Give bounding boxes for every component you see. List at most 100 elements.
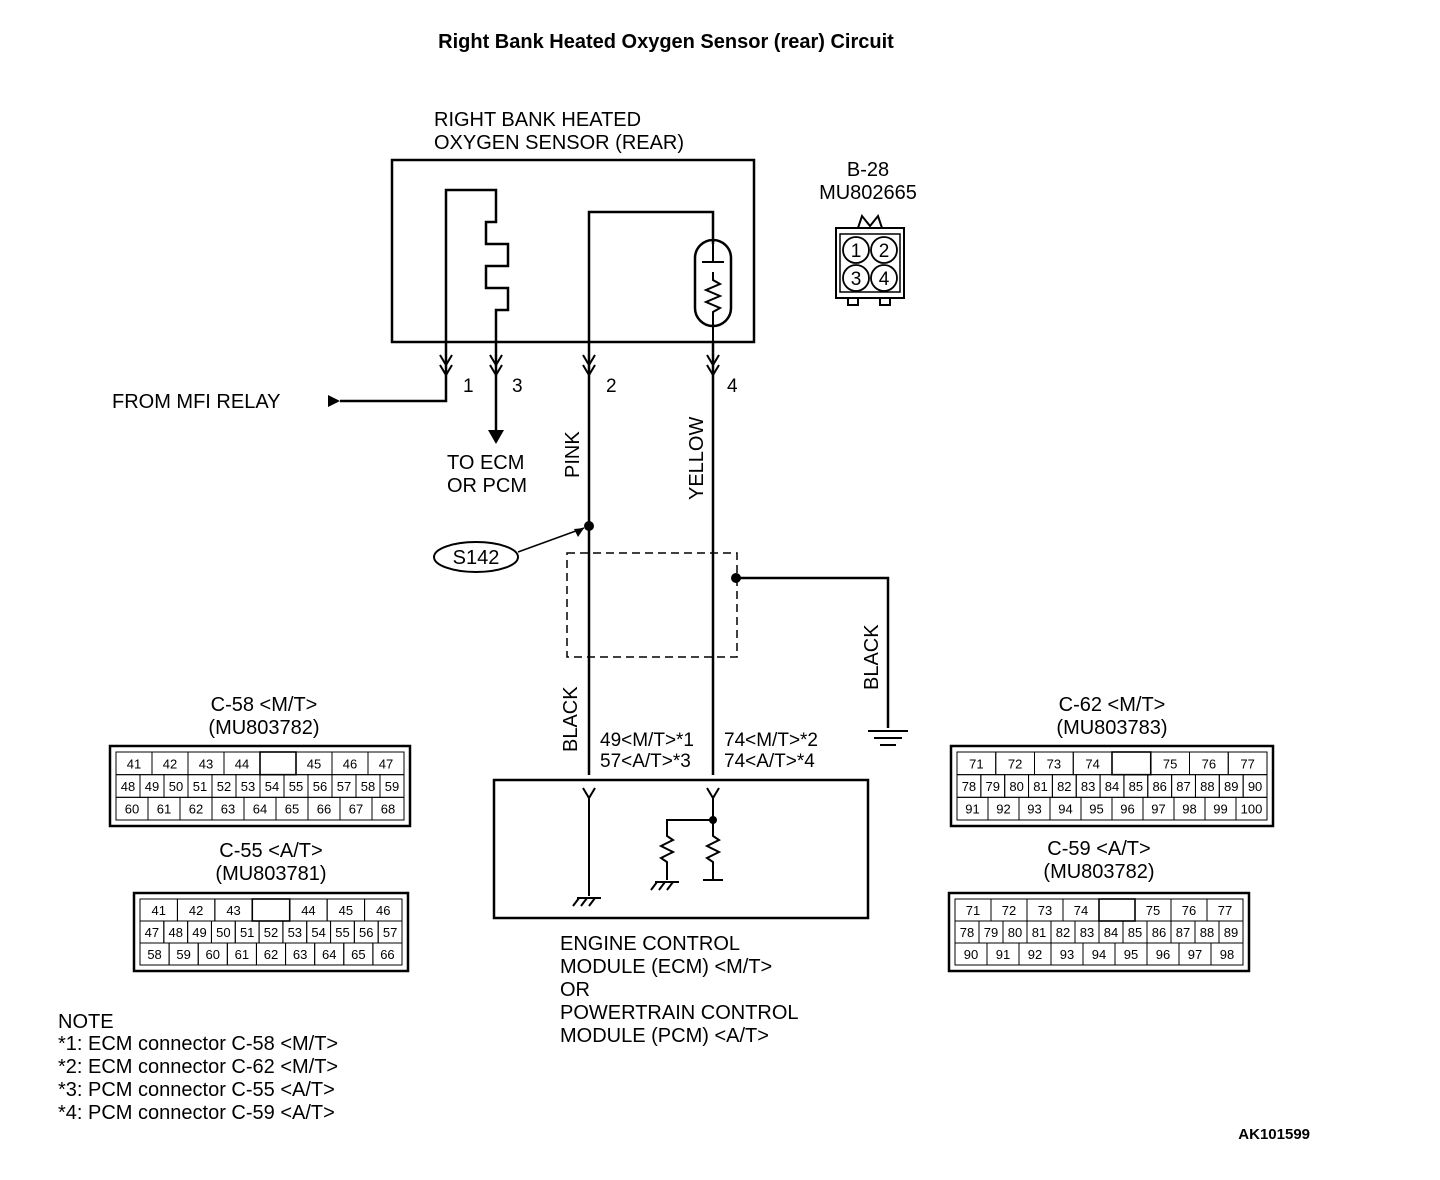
b28-part: MU802665 — [819, 182, 917, 204]
c62-pin-label: 80 — [1009, 779, 1023, 794]
note-item: *3: PCM connector C-55 <A/T> — [58, 1079, 335, 1101]
c58-pin-label: 49 — [145, 779, 159, 794]
from-mfi-relay-label: FROM MFI RELAY — [112, 391, 281, 413]
c59-pin-label: 94 — [1092, 947, 1106, 962]
c58-pin-label: 57 — [337, 779, 351, 794]
c58-key-slot — [259, 751, 297, 776]
module-chassis-ground-icon — [572, 881, 679, 907]
c55-key-slot — [251, 898, 291, 922]
c59-pin-label: 89 — [1224, 925, 1238, 940]
c55-pin-label: 42 — [189, 903, 203, 918]
sensor-pin-3: 3 — [512, 376, 523, 397]
b28-pin-3: 3 — [851, 269, 862, 290]
wire-color-black: BLACK — [560, 686, 582, 752]
c59-pin-label: 80 — [1008, 925, 1022, 940]
wire-color-yellow: YELLOW — [686, 417, 708, 500]
c55-pin-label: 65 — [351, 947, 365, 962]
c62-housing — [949, 744, 1275, 828]
c59-pin-label: 98 — [1220, 947, 1234, 962]
c58-pin-label: 66 — [317, 802, 331, 817]
c62-name: C-62 <M/T> — [1059, 694, 1166, 716]
c62-pin-label: 71 — [969, 756, 983, 771]
c55-pin-label: 47 — [145, 925, 159, 940]
diagram-title: Right Bank Heated Oxygen Sensor (rear) C… — [438, 31, 894, 53]
splice-label: S142 — [453, 547, 500, 569]
c58-pin-label: 42 — [163, 756, 177, 771]
terminal-right-1: 74<M/T>*2 — [724, 730, 818, 751]
c58-pin-label: 54 — [265, 779, 279, 794]
c59-pin-label: 71 — [966, 903, 980, 918]
c55-pin-label: 41 — [151, 903, 165, 918]
c59-pin-label: 83 — [1080, 925, 1094, 940]
heater-element — [444, 188, 510, 342]
notes-heading: NOTE — [58, 1011, 114, 1033]
c59-pin-cell — [1210, 942, 1244, 966]
module-box — [492, 778, 870, 920]
c59-pin-label: 85 — [1128, 925, 1142, 940]
c59-pin-label: 90 — [964, 947, 978, 962]
c59-part: (MU803782) — [1043, 861, 1154, 883]
c55-pin-label: 62 — [264, 947, 278, 962]
c55-pin-label: 58 — [147, 947, 161, 962]
sensor-box — [390, 158, 756, 344]
ground-icon — [868, 730, 908, 746]
to-ecm-label-line2: OR PCM — [447, 475, 527, 497]
c59-pin-label: 79 — [984, 925, 998, 940]
c62-pin-label: 100 — [1241, 802, 1263, 817]
c59-pin-label: 96 — [1156, 947, 1170, 962]
c62-pin-label: 72 — [1008, 756, 1022, 771]
c58-pin-label: 61 — [157, 802, 171, 817]
control-module: ENGINE CONTROL MODULE (ECM) <M/T> OR POW… — [492, 778, 870, 1047]
c59-pin-label: 87 — [1176, 925, 1190, 940]
wire-color-pink: PINK — [562, 431, 584, 478]
notes: NOTE *1: ECM connector C-58 <M/T> *2: EC… — [58, 1011, 338, 1124]
c59-pin-label: 72 — [1002, 903, 1016, 918]
c55-pin-label: 56 — [359, 925, 373, 940]
c55-pin-label: 52 — [264, 925, 278, 940]
c62-key-slot — [1111, 751, 1152, 776]
c59-pin-label: 76 — [1182, 903, 1196, 918]
c55-pin-label: 54 — [311, 925, 325, 940]
wire-color-black-shield: BLACK — [861, 624, 883, 690]
sensor-label-line1: RIGHT BANK HEATED — [434, 109, 641, 131]
c55-pin-label: 46 — [376, 903, 390, 918]
sensor-resistor-icon — [703, 272, 723, 342]
c55-pin-label: 53 — [288, 925, 302, 940]
c62-pin-label: 83 — [1081, 779, 1095, 794]
c58-pin-label: 63 — [221, 802, 235, 817]
note-item: *4: PCM connector C-59 <A/T> — [58, 1102, 335, 1124]
c62-pin-label: 73 — [1047, 756, 1061, 771]
c58-pin-label: 51 — [193, 779, 207, 794]
c55-pin-label: 61 — [235, 947, 249, 962]
c58-name: C-58 <M/T> — [211, 694, 318, 716]
b28-pin-1: 1 — [851, 241, 862, 262]
b28-id: B-28 — [847, 159, 889, 181]
c62-pin-label: 81 — [1033, 779, 1047, 794]
to-ecm-label-line1: TO ECM — [447, 452, 524, 474]
c58-pin-label: 62 — [189, 802, 203, 817]
wire-black-shield — [736, 576, 890, 728]
c55-pin-label: 49 — [192, 925, 206, 940]
shield-junction-dot — [731, 573, 741, 583]
c55-pin-label: 50 — [216, 925, 230, 940]
mfi-relay-arrow-icon — [328, 395, 340, 407]
c59-pin-label: 74 — [1074, 903, 1088, 918]
c55-pin-label: 63 — [293, 947, 307, 962]
c58-pin-label: 46 — [343, 756, 357, 771]
c59-pin-label: 97 — [1188, 947, 1202, 962]
c62-pin-label: 92 — [996, 802, 1010, 817]
sensor-label-line2: OXYGEN SENSOR (REAR) — [434, 132, 684, 154]
c62-pin-label: 78 — [962, 779, 976, 794]
c62-pin-label: 98 — [1182, 802, 1196, 817]
c62-pin-label: 85 — [1129, 779, 1143, 794]
wire-mfi-relay — [340, 342, 448, 403]
wires — [340, 342, 890, 775]
c59-pin-label: 92 — [1028, 947, 1042, 962]
c62-pin-label: 96 — [1120, 802, 1134, 817]
c55-pin-label: 51 — [240, 925, 254, 940]
